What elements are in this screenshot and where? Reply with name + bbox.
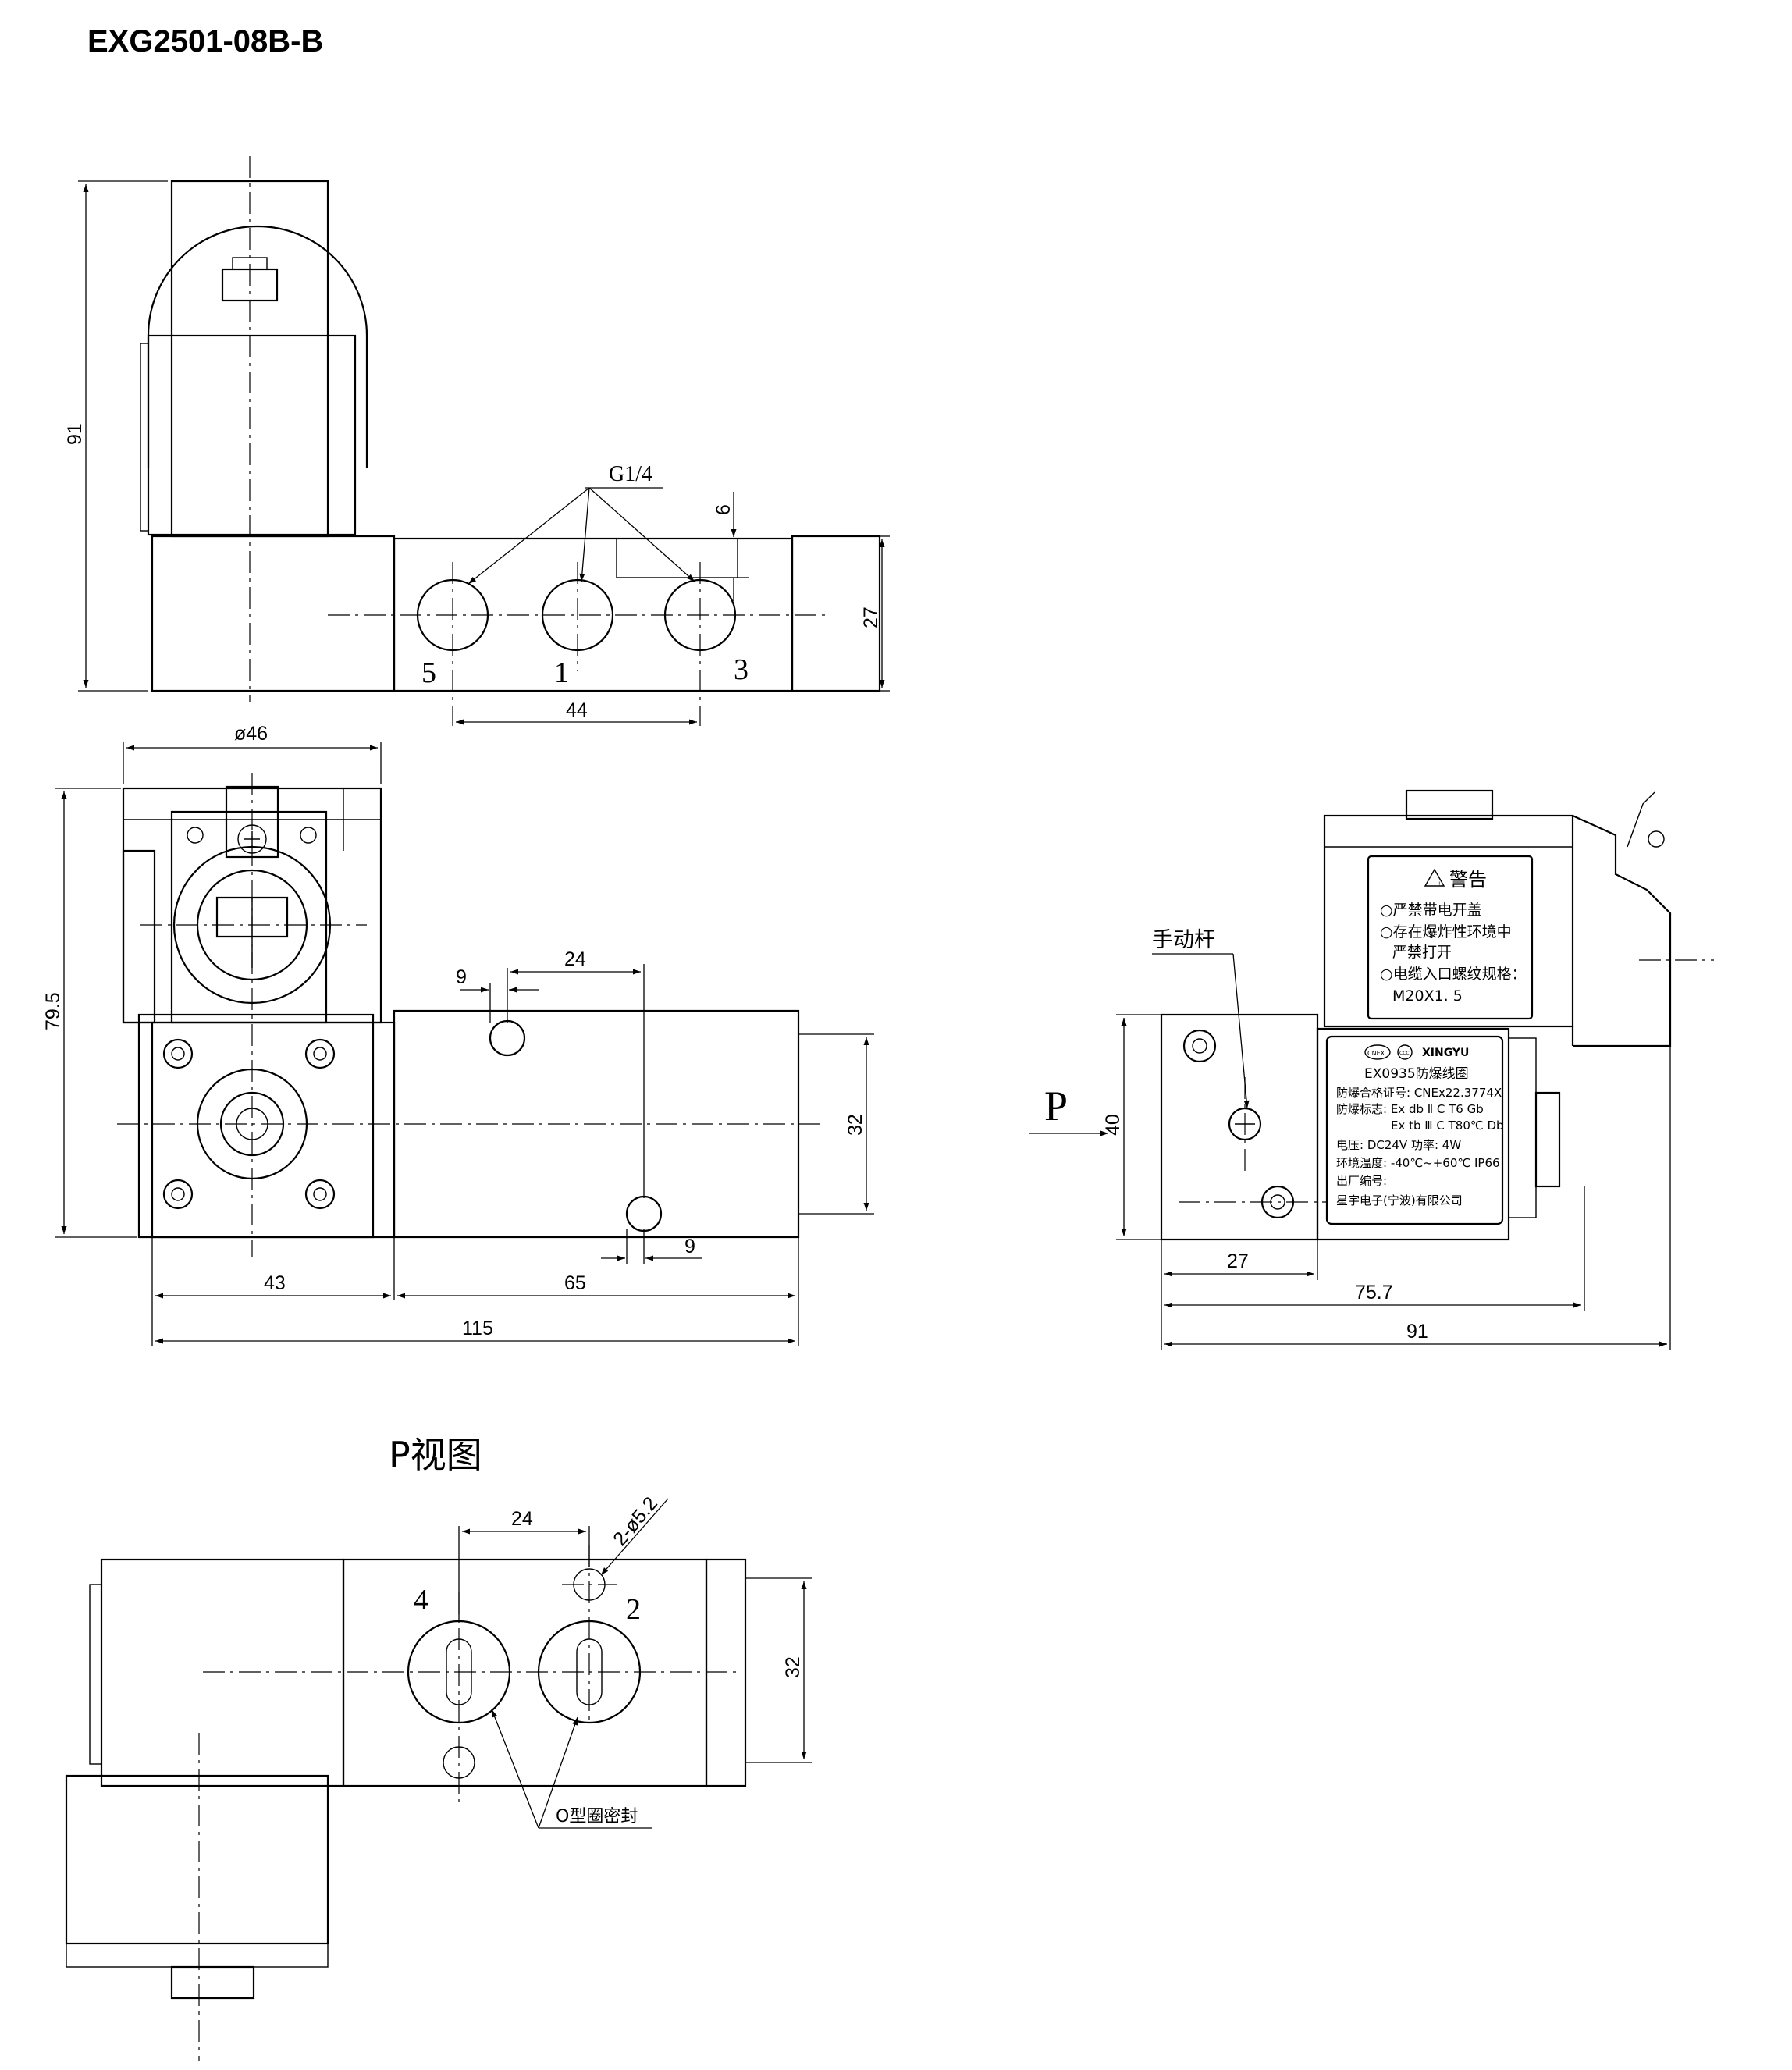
dim-hole-offset-top: 9 [456,966,467,988]
warning-line-4: ○电缆入口螺纹规格： [1380,966,1527,983]
warning-line-5: M20X1. 5 [1392,987,1463,1005]
dim-hole-spec: 2-ø5.2 [609,1493,662,1550]
port-5-label: 5 [421,656,436,689]
dim-offset-6: 6 [713,504,734,515]
nameplate-line-3: Ex tb Ⅲ C T80℃ Db [1391,1119,1504,1133]
nameplate-line-5: 环境温度: -40℃~+60℃ IP66 [1336,1156,1500,1170]
dim-height-40: 40 [1102,1114,1124,1136]
nameplate-line-7: 星宇电子(宁波)有限公司 [1336,1193,1463,1208]
dim-total-115: 115 [462,1318,493,1339]
manual-lever-label: 手动杆 [1152,928,1215,952]
dim-diameter-46: ø46 [234,723,268,745]
top-view: 5 1 3 G1/4 91 6 27 44 [64,156,890,726]
thread-spec-label: G1/4 [609,462,652,486]
dim-side-91: 91 [1406,1321,1428,1343]
p-view: P视图 4 2 24 2-ø5.2 32 [65,1434,812,2061]
brand-logo: XINGYU [1422,1047,1469,1059]
nameplate-model: EX0935防爆线圈 [1364,1066,1469,1082]
o-ring-seal-label: O型圈密封 [556,1807,638,1826]
dim-hole-pitch-24: 24 [564,948,586,970]
dim-p-body-32: 32 [782,1656,804,1678]
port-4-label: 4 [414,1584,428,1617]
dim-side-75-7: 75.7 [1355,1282,1393,1304]
svg-text:CNEX: CNEX [1367,1050,1385,1057]
dim-pitch-44: 44 [566,699,588,721]
dim-right-65: 65 [564,1272,586,1294]
nameplate-line-1: 防爆合格证号: CNEx22.3774X [1336,1086,1502,1100]
nameplate: CNEX CCC XINGYU EX0935防爆线圈 防爆合格证号: CNEx2… [1325,1035,1504,1225]
cnex-logo [1364,1044,1391,1060]
warning-plate: ! 警告 ○严禁带电开盖 ○存在爆炸性环境中 严禁打开 ○电缆入口螺纹规格： M… [1367,855,1534,1020]
view-letter-p: P [1044,1083,1068,1129]
warning-line-2: ○存在爆炸性环境中 [1380,923,1512,941]
dim-hole-offset-bottom: 9 [684,1236,695,1257]
svg-text:CCC: CCC [1399,1051,1410,1056]
svg-text:!: ! [1438,881,1440,887]
nameplate-line-6: 出厂编号: [1336,1174,1387,1188]
port-3-label: 3 [734,653,748,686]
dim-p-pitch-24: 24 [511,1508,533,1530]
warning-heading: 警告 [1449,869,1487,891]
port-2-label: 2 [626,1593,641,1626]
p-view-title: P视图 [389,1434,482,1476]
dim-left-43: 43 [264,1272,286,1294]
ccc-logo [1397,1044,1413,1060]
dim-height-91: 91 [64,423,86,445]
warning-line-1: ○严禁带电开盖 [1380,902,1482,919]
side-view: ! 警告 ○严禁带电开盖 ○存在爆炸性环境中 严禁打开 ○电缆入口螺纹规格： M… [1029,789,1714,1350]
drawing-title: EXG2501-08B-B [87,24,323,59]
warning-line-3: 严禁打开 [1392,944,1452,961]
dim-body-27: 27 [860,606,882,628]
dim-height-79-5: 79.5 [42,992,64,1030]
warning-triangle-icon [1424,868,1445,887]
front-view: ø46 79.5 9 24 9 32 43 65 115 [42,723,874,1346]
dim-side-27: 27 [1227,1250,1249,1272]
nameplate-line-2: 防爆标志: Ex db Ⅱ C T6 Gb [1336,1102,1484,1116]
dim-body-32: 32 [844,1114,866,1136]
nameplate-line-4: 电压: DC24V 功率: 4W [1336,1138,1461,1152]
port-1-label: 1 [554,656,569,689]
